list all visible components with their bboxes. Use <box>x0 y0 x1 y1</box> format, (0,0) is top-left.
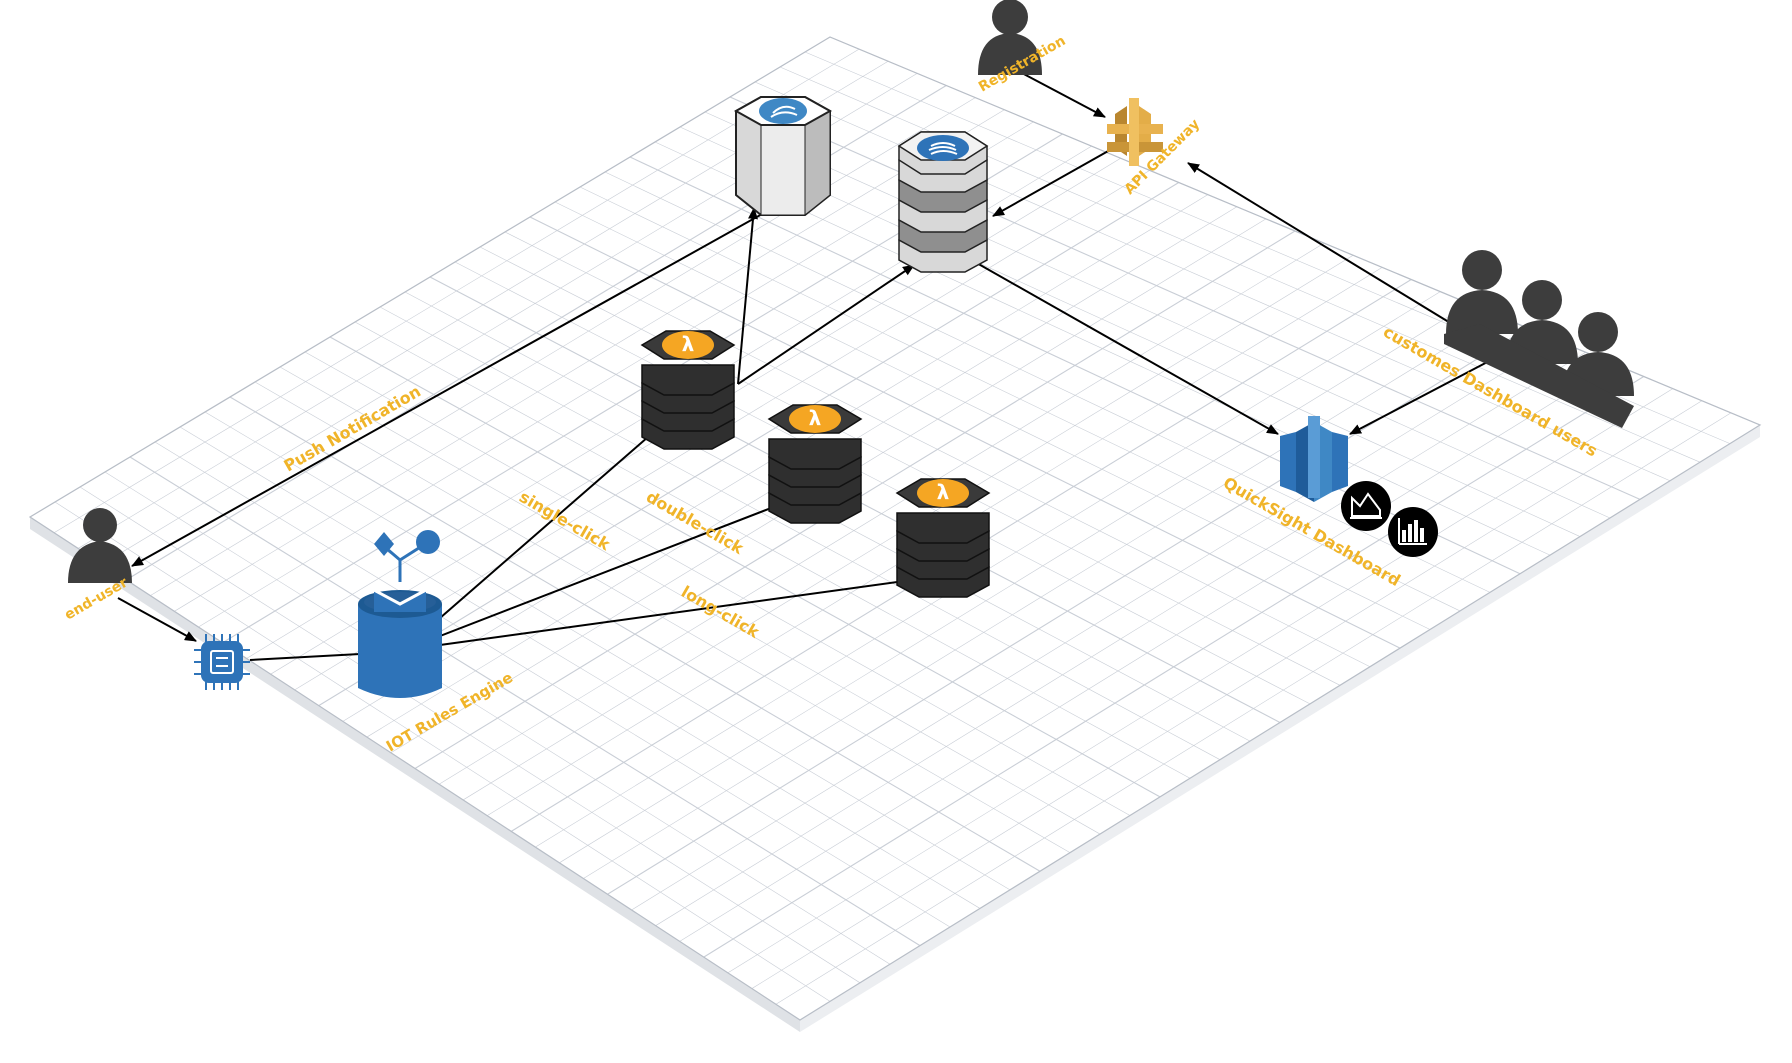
iot-rules-engine-icon <box>358 530 442 698</box>
grid-line <box>318 182 1180 707</box>
lambda-layer <box>641 364 735 396</box>
grid-line <box>631 339 1557 911</box>
lambda-double-icon: λ <box>767 404 863 524</box>
registration-person-icon <box>978 0 1042 75</box>
edge-users-apigw <box>1187 162 1471 336</box>
lambda-symbol: λ <box>809 406 822 430</box>
grid-line <box>150 97 976 596</box>
edge-users-quicksight <box>1349 357 1496 435</box>
edge-lambda-sns <box>737 207 758 385</box>
edge-rules-lambda-single <box>439 429 657 619</box>
grid-line <box>655 351 1586 926</box>
grid-lines <box>53 48 1732 1005</box>
bar-chart-icon <box>1388 507 1438 557</box>
grid-line <box>53 48 860 533</box>
edge-registration-apigw <box>1019 71 1106 118</box>
grid-line <box>775 412 1732 1005</box>
lambda-long-icon: λ <box>895 478 991 598</box>
lambda-symbol: λ <box>937 480 950 504</box>
grid-line <box>751 400 1703 989</box>
end-user-person-icon <box>68 508 132 583</box>
edges <box>117 71 1496 661</box>
grid-line <box>583 315 1499 879</box>
database-stack-icon <box>897 131 989 273</box>
edge-dynamo-quicksight <box>974 261 1279 435</box>
database-badge-line <box>930 150 958 155</box>
lambda-symbol-badge <box>917 479 969 507</box>
area-chart-icon <box>1341 481 1391 531</box>
people-group-icon <box>1444 250 1634 428</box>
lambda-layer <box>768 438 862 470</box>
lambda-symbol-badge <box>662 331 714 359</box>
grid-line <box>438 242 1325 785</box>
notification-service-icon <box>733 96 833 217</box>
grid-line <box>727 388 1673 974</box>
grid-platform <box>28 36 1762 1032</box>
lambda-symbol-badge <box>789 405 841 433</box>
database-badge-line <box>930 142 956 147</box>
edge-rules-lambda-long <box>439 576 913 646</box>
grid-line <box>703 376 1645 958</box>
lambda-single-icon: λ <box>640 330 736 450</box>
grid-line <box>559 303 1470 864</box>
api-gateway-icon <box>1107 98 1163 166</box>
edge-enduser-iot <box>117 597 197 642</box>
grid-line <box>174 109 1005 612</box>
iot-chip-icon <box>194 634 250 690</box>
lambda-symbol: λ <box>682 332 695 356</box>
edge-apigw-dynamo <box>992 149 1111 217</box>
edge-lambda-dynamo <box>737 264 915 385</box>
edge-rules-lambda-double <box>439 502 785 637</box>
redshift-icon <box>1280 416 1348 502</box>
database-badge-line <box>928 146 957 151</box>
grid-line <box>679 364 1615 942</box>
edge-iot-rules <box>249 653 361 661</box>
grid-line <box>198 121 1034 628</box>
edge-sns-enduser <box>131 203 781 567</box>
lambda-layer <box>896 512 990 544</box>
